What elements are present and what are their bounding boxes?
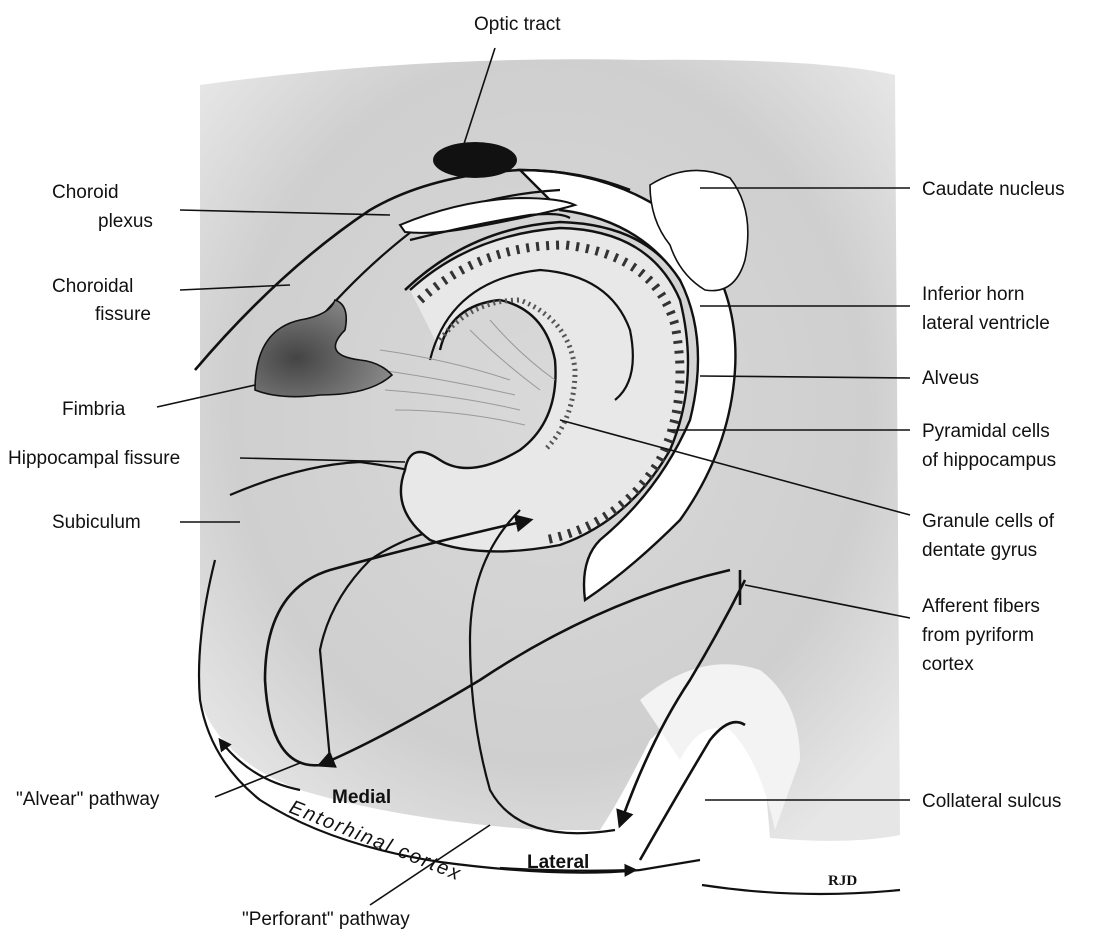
label-caudate-nucleus: Caudate nucleus [922,179,1065,200]
label-inferior-horn-line1: Inferior horn [922,284,1024,305]
label-pyramidal-cells-line1: Pyramidal cells [922,421,1050,442]
label-granule-cells-line1: Granule cells of [922,511,1055,532]
label-subiculum: Subiculum [52,512,141,533]
label-hippocampal-fissure: Hippocampal fissure [8,448,180,469]
label-inferior-horn-line2: lateral ventricle [922,313,1050,334]
label-afferent-fibers-line2: from pyriform [922,625,1034,646]
optic-tract [433,142,517,178]
label-optic-tract: Optic tract [474,14,561,35]
label-fimbria: Fimbria [62,399,126,420]
label-pyramidal-cells-line2: of hippocampus [922,450,1056,471]
label-afferent-fibers-line3: cortex [922,654,974,675]
label-medial: Medial [332,787,391,808]
label-choroidal-fissure-line1: Choroidal [52,276,133,297]
label-alveus: Alveus [922,368,979,389]
label-collateral-sulcus: Collateral sulcus [922,791,1061,812]
label-choroid-plexus-line2: plexus [98,211,153,232]
label-choroidal-fissure-line2: fissure [95,304,151,325]
artist-signature: RJD [828,873,857,889]
label-alvear-pathway: "Alvear" pathway [16,789,160,810]
label-lateral: Lateral [527,852,589,873]
label-afferent-fibers-line1: Afferent fibers [922,596,1040,617]
label-choroid-plexus-line1: Choroid [52,182,119,203]
label-granule-cells-line2: dentate gyrus [922,540,1037,561]
label-perforant-pathway: "Perforant" pathway [242,909,410,930]
